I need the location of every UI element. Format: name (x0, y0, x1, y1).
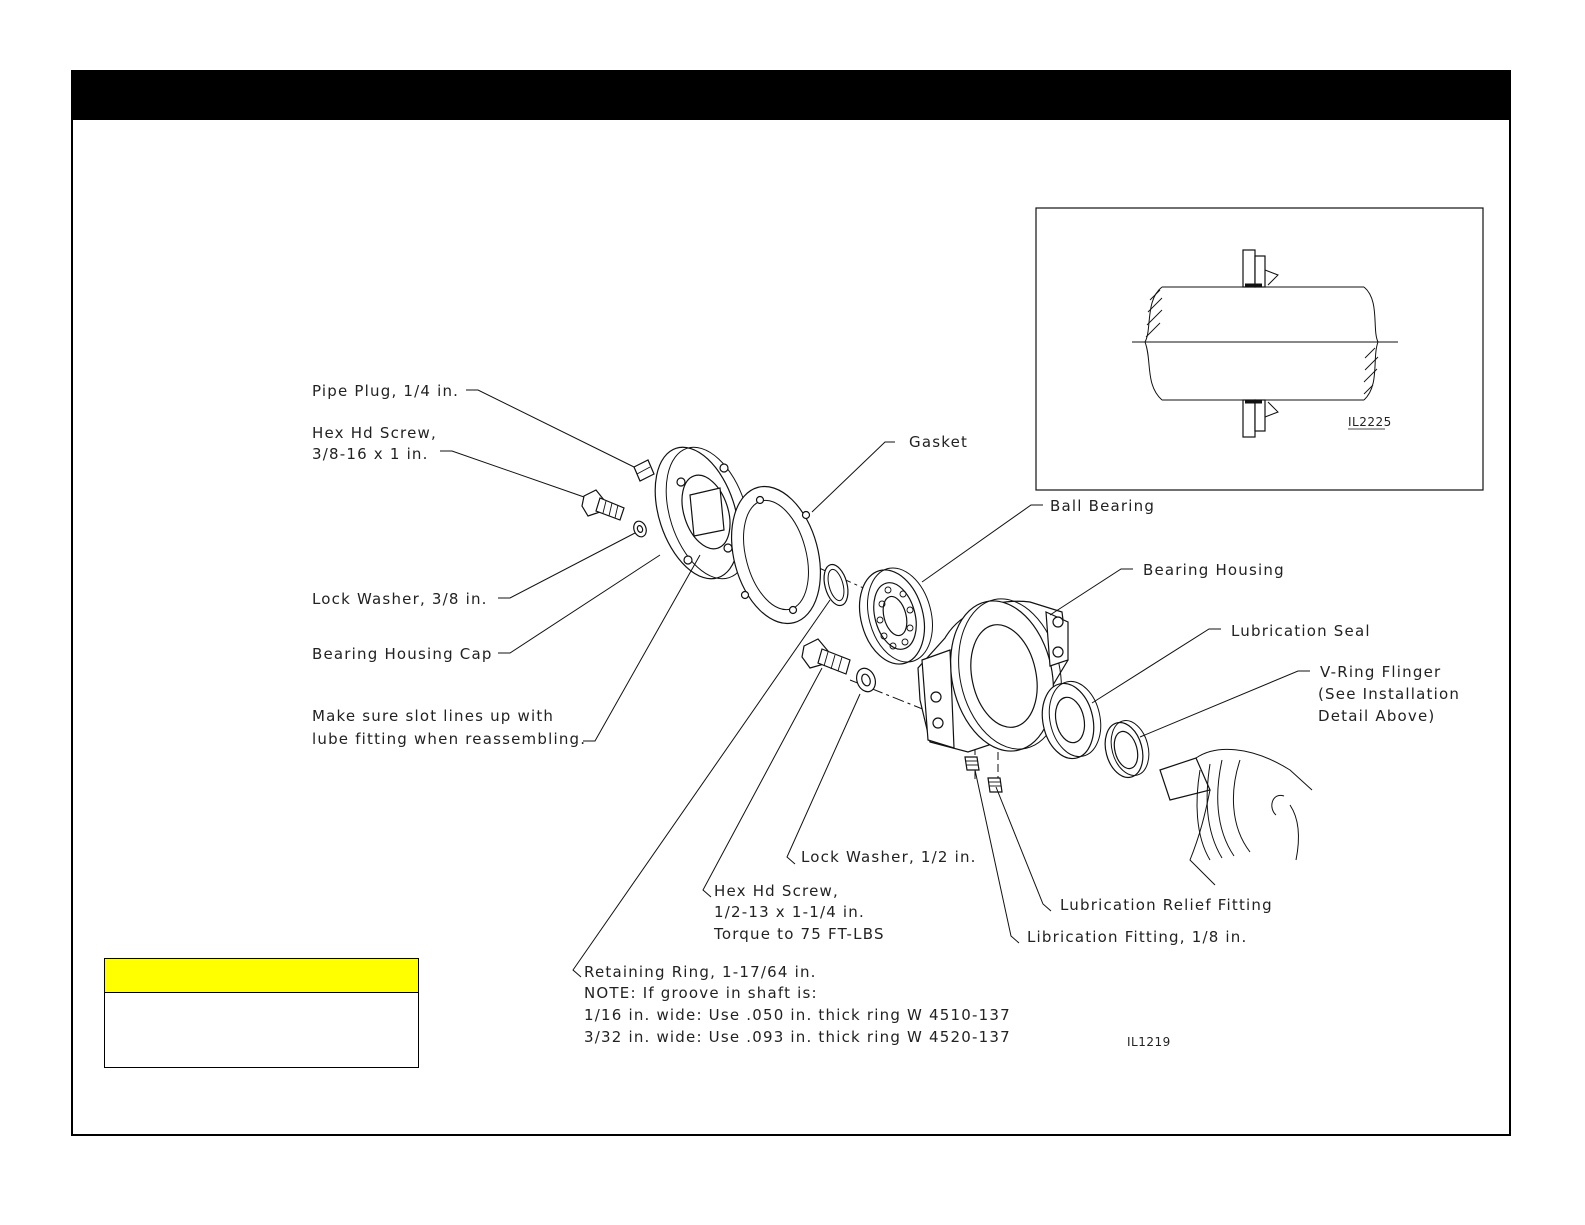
label-ball-bearing: Ball Bearing (1050, 497, 1155, 515)
detail-id-label: IL2225 (1348, 415, 1392, 429)
leader-lines (440, 389, 1310, 978)
label-lubrication-seal: Lubrication Seal (1231, 622, 1371, 640)
bearing-housing-cap-part (654, 446, 751, 580)
label-retaining-ring-line1: Retaining Ring, 1-17/64 in. (584, 963, 817, 981)
v-ring-flinger-part (1104, 720, 1150, 779)
label-lock-washer-12: Lock Washer, 1/2 in. (801, 848, 977, 866)
hex-screw-part (581, 489, 625, 521)
label-bearing-housing-cap: Bearing Housing Cap (312, 645, 493, 663)
lube-fitting-part (964, 756, 980, 771)
label-v-ring-flinger-line2: (See Installation (1318, 685, 1460, 703)
caution-header (105, 959, 418, 993)
diagram-id-label: IL1219 (1127, 1035, 1171, 1049)
label-retaining-ring-line3: 1/16 in. wide: Use .050 in. thick ring W… (584, 1006, 1011, 1024)
label-hex-screw-2-line2: 1/2-13 x 1-1/4 in. (714, 903, 865, 921)
label-gasket: Gasket (909, 433, 968, 451)
label-relief-fitting: Lubrication Relief Fitting (1060, 896, 1273, 914)
installation-detail: IL2225 (1035, 207, 1484, 491)
label-retaining-ring-line4: 3/32 in. wide: Use .093 in. thick ring W… (584, 1028, 1011, 1046)
label-hex-screw-1-line1: Hex Hd Screw, (312, 424, 437, 442)
label-lube-fitting: Librication Fitting, 1/8 in. (1027, 928, 1247, 946)
label-slot-note-line2: lube fitting when reassembling. (312, 730, 586, 748)
ball-bearing-part (858, 567, 933, 665)
label-hex-screw-1-line2: 3/8-16 x 1 in. (312, 445, 429, 463)
label-hex-screw-2-line3: Torque to 75 FT-LBS (713, 925, 885, 943)
label-bearing-housing: Bearing Housing (1143, 561, 1285, 579)
caution-box (104, 958, 419, 1068)
relief-fitting-part (987, 777, 1003, 793)
callout-labels: Pipe Plug, 1/4 in. Hex Hd Screw, 3/8-16 … (312, 382, 1460, 1049)
page-frame (71, 70, 1511, 1136)
label-lock-washer-38: Lock Washer, 3/8 in. (312, 590, 488, 608)
hex-screw-large-part (801, 638, 851, 675)
bearing-housing-part (917, 598, 1069, 753)
lubrication-seal-part (1041, 680, 1102, 760)
label-pipe-plug: Pipe Plug, 1/4 in. (312, 382, 459, 400)
label-v-ring-flinger-line3: Detail Above) (1318, 707, 1435, 725)
label-hex-screw-2-line1: Hex Hd Screw, (714, 882, 839, 900)
lock-washer-large-part (855, 667, 877, 693)
gasket-part (730, 485, 822, 625)
retaining-ring-part (823, 563, 849, 607)
label-slot-note-line1: Make sure slot lines up with (312, 707, 554, 725)
pump-shaft-part (1159, 748, 1313, 886)
lock-washer-small-part (633, 520, 647, 538)
label-v-ring-flinger-line1: V-Ring Flinger (1320, 663, 1441, 681)
label-retaining-ring-line2: NOTE: If groove in shaft is: (584, 984, 818, 1002)
title-bar (71, 70, 1511, 120)
pipe-plug-part (633, 459, 655, 482)
